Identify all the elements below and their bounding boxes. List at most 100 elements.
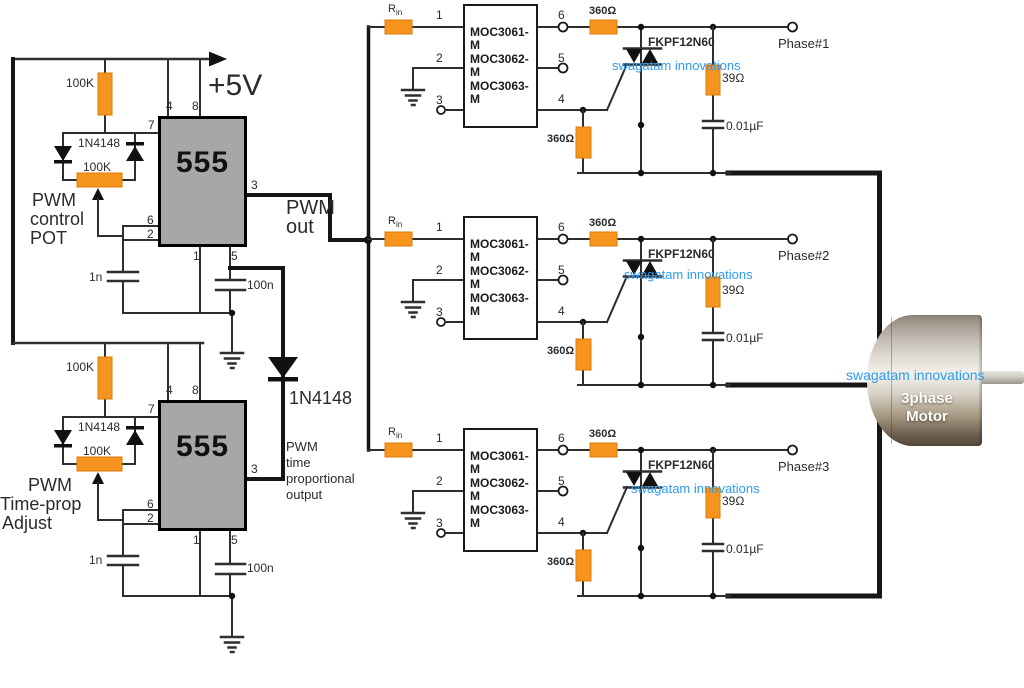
pin-label: 6 <box>147 213 154 227</box>
cap-value: 1n <box>89 553 103 567</box>
pin-label: 8 <box>192 383 199 397</box>
capacitor-1n-a <box>106 270 140 283</box>
phase-terminal <box>787 21 798 33</box>
resistor-value: 360Ω <box>589 428 617 440</box>
capacitor-100n-a <box>214 278 247 292</box>
resistor-value: 100K <box>66 76 95 90</box>
coupling-diode-label: 1N4148 <box>289 388 353 408</box>
triac-icon <box>622 470 663 489</box>
open-terminal <box>557 274 569 286</box>
pin-label: 4 <box>166 383 173 397</box>
pot-100k-a <box>76 172 123 188</box>
timer-a-caption-3: POT <box>30 228 68 248</box>
timer-b-wiring <box>54 342 247 654</box>
timer-a-wiring <box>54 58 247 370</box>
diode-value: 1N4148 <box>78 420 121 434</box>
ground-icon <box>219 635 245 654</box>
pin-label: 2 <box>147 511 154 525</box>
pin-label: 3 <box>436 516 443 530</box>
channel-1-wiring <box>367 19 798 177</box>
timer-555-b: 555 <box>158 400 247 531</box>
pwm-time-caption-2: time <box>286 455 311 470</box>
pin-label: 6 <box>558 8 565 22</box>
pot-value: 100K <box>83 444 112 458</box>
capacitor-snubber <box>701 542 725 553</box>
open-terminal <box>557 21 569 33</box>
timer-b-caption-2: Time-prop <box>0 494 82 514</box>
pin-label: 2 <box>436 263 443 277</box>
resistor-value: 360Ω <box>589 5 617 17</box>
pin-label: 3 <box>251 178 258 192</box>
ground-icon <box>400 511 426 530</box>
device-label: FKPF12N60 <box>648 35 715 49</box>
pin-label: 5 <box>558 263 565 277</box>
device-label: FKPF12N60 <box>648 458 715 472</box>
pwm-time-caption-4: output <box>286 487 323 502</box>
resistor-360-gate <box>575 338 592 371</box>
resistor-39-snubber <box>705 487 721 519</box>
triac-icon <box>622 259 663 278</box>
optocoupler-moc-1: MOC3061-M MOC3062-M MOC3063-M <box>463 4 538 128</box>
rin-label: Rin <box>388 3 403 18</box>
ground-icon <box>400 88 426 107</box>
pin-label: 3 <box>436 93 443 107</box>
pin-label: 4 <box>558 92 565 106</box>
pot-wiper-a <box>92 188 124 237</box>
diode-left-a <box>54 146 72 164</box>
pwm-time-caption-1: PWM <box>286 439 318 454</box>
resistor-360-series <box>589 231 618 247</box>
capacitor-snubber <box>701 331 725 342</box>
resistor-360-gate <box>575 549 592 582</box>
resistor-rin <box>384 442 413 458</box>
cap-value: 0.01µF <box>726 119 764 133</box>
pwm-out-label-2: out <box>286 216 314 238</box>
resistor-value: 39Ω <box>722 71 745 85</box>
timer-b-caption-3: Adjust <box>2 513 53 533</box>
resistor-39-snubber <box>705 64 721 96</box>
resistor-100k-b <box>97 356 113 400</box>
pin-label: 4 <box>166 99 173 113</box>
phase-label: Phase#1 <box>778 36 830 51</box>
diode-right-b <box>126 426 144 445</box>
pin-label: 1 <box>436 220 443 234</box>
three-phase-motor <box>867 315 982 446</box>
open-terminal <box>557 444 569 456</box>
diode-left-b <box>54 430 72 448</box>
pin-label: 5 <box>231 249 238 263</box>
pin-label: 5 <box>231 533 238 547</box>
ground-icon <box>400 300 426 319</box>
arrow-icon <box>209 51 227 67</box>
resistor-360-gate <box>575 126 592 159</box>
watermark: swagatam innovations <box>624 267 753 282</box>
channel-3-wiring <box>367 442 798 600</box>
pot-wiper-b <box>92 472 124 521</box>
resistor-value: 360Ω <box>589 217 617 229</box>
phase-terminal <box>787 233 798 245</box>
phase-label: Phase#3 <box>778 459 830 474</box>
cap-value: 0.01µF <box>726 542 764 556</box>
watermark: swagatam innovations <box>612 58 741 73</box>
motor-seam <box>891 317 892 444</box>
pin-label: 4 <box>558 515 565 529</box>
open-terminal <box>436 105 446 115</box>
supply-voltage-label: +5V <box>208 69 263 102</box>
resistor-value: 360Ω <box>547 133 575 145</box>
resistor-value: 39Ω <box>722 283 745 297</box>
pin-label: 6 <box>558 220 565 234</box>
pin-label: 1 <box>193 249 200 263</box>
pin-label: 2 <box>436 474 443 488</box>
resistor-39-snubber <box>705 276 721 308</box>
open-terminal <box>557 62 569 74</box>
pin-label: 4 <box>558 304 565 318</box>
pin-label: 2 <box>147 227 154 241</box>
capacitor-snubber <box>701 119 725 130</box>
pin-label: 6 <box>147 497 154 511</box>
pin-label: 2 <box>436 51 443 65</box>
pin-label: 1 <box>436 8 443 22</box>
pin-label: 5 <box>558 474 565 488</box>
pot-value: 100K <box>83 160 112 174</box>
coupling-diode-1n4148 <box>268 357 298 382</box>
watermark: swagatam innovations <box>631 481 760 496</box>
